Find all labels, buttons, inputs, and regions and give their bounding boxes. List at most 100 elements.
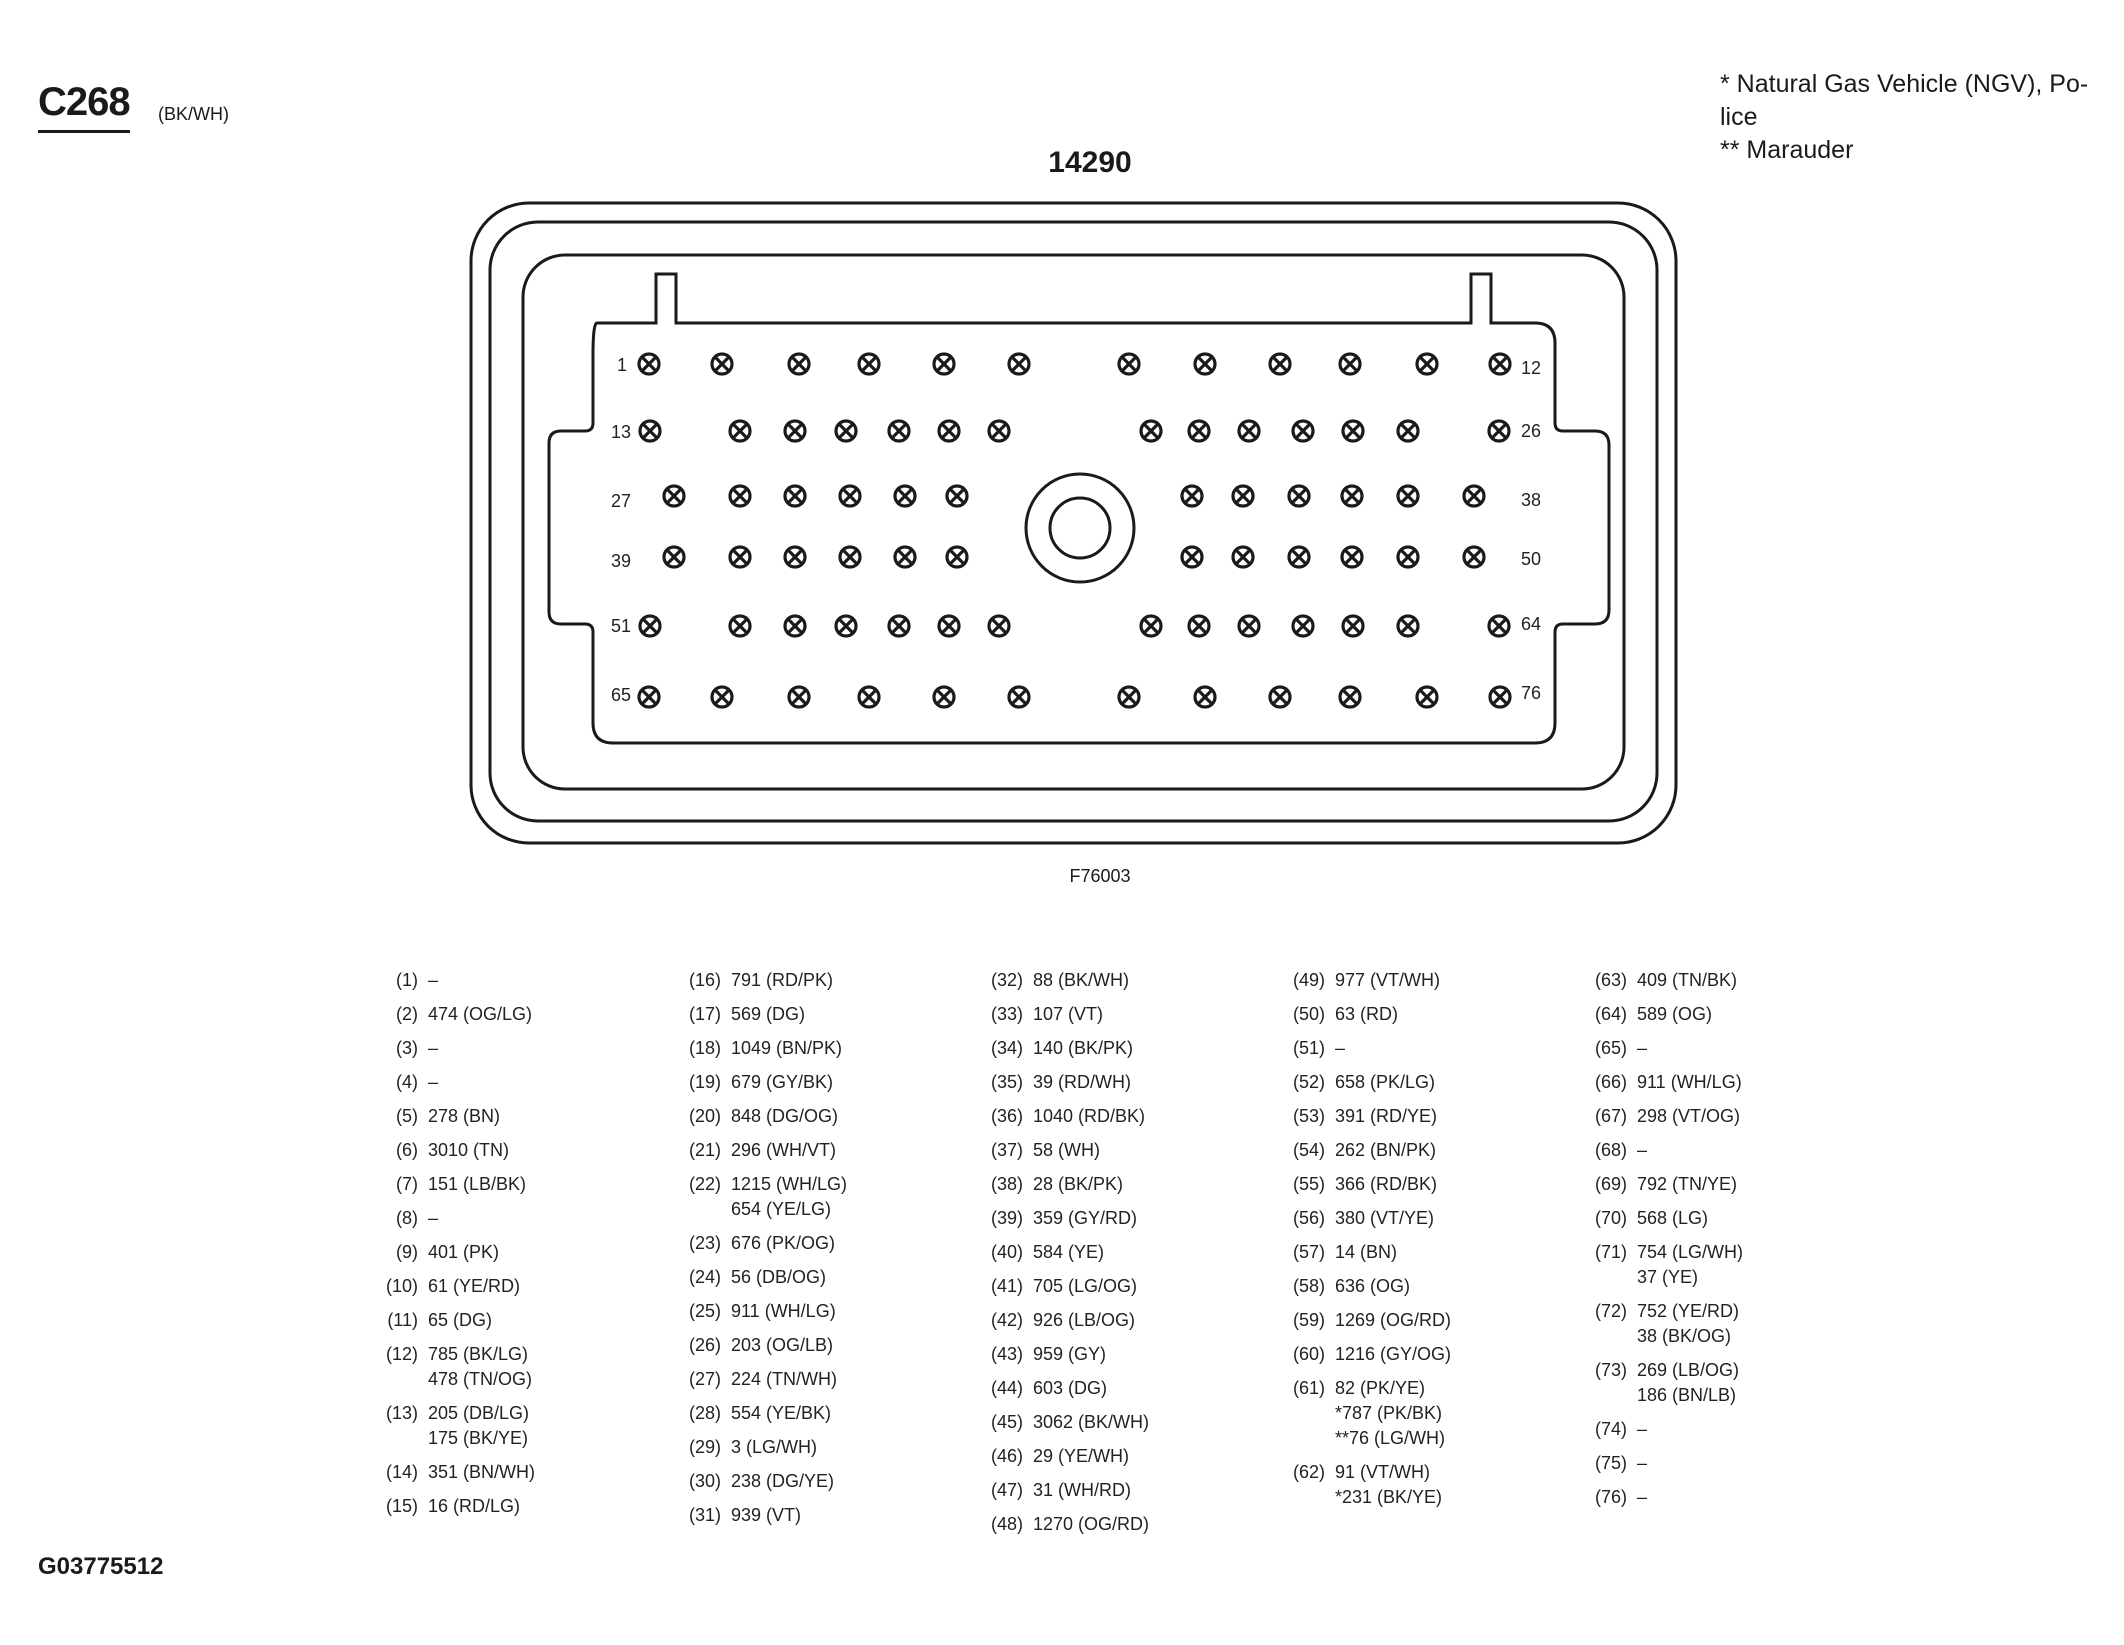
pin-number: (20)	[688, 1106, 721, 1126]
crossed-circle-terminal-icon	[1341, 614, 1365, 638]
document-id: G03775512	[38, 1553, 164, 1580]
crossed-circle-terminal-icon	[1117, 352, 1141, 376]
pin-circuits: 926 (LB/OG)	[1033, 1308, 1135, 1333]
pin-circuits: 568 (LG)	[1637, 1206, 1708, 1231]
crossed-circle-terminal-icon	[783, 614, 807, 638]
circuit-entry: 380 (VT/YE)	[1335, 1208, 1435, 1228]
crossed-circle-terminal-icon	[932, 685, 956, 709]
pinout-row: (53)391 (RD/YE)	[1283, 1104, 1437, 1129]
circuit-entry: 679 (GY/BK)	[731, 1072, 834, 1092]
pin-number: (51)	[1292, 1038, 1325, 1058]
pin-number: (17)	[688, 1004, 721, 1024]
circuit-entry: 38 (BK/OG)	[1637, 1326, 1732, 1346]
circuit-entry: 791 (RD/PK)	[731, 970, 834, 990]
crossed-circle-terminal-icon	[1488, 685, 1512, 709]
circuit-entry: 636 (OG)	[1335, 1276, 1411, 1296]
pinout-row: (60)1216 (GY/OG)	[1283, 1342, 1451, 1367]
pinout-row: (66)911 (WH/LG)	[1585, 1070, 1742, 1095]
pin-circuits: –	[1637, 1485, 1647, 1510]
pinout-row: (41) 705 (LG/OG)	[981, 1274, 1137, 1299]
pin-number: (61)	[1292, 1378, 1325, 1398]
pinout-row: (24)56 (DB/OG)	[679, 1265, 826, 1290]
crossed-circle-terminal-icon	[1396, 614, 1420, 638]
pin-circuits: 1049 (BN/PK)	[731, 1036, 842, 1061]
crossed-circle-terminal-icon	[728, 614, 752, 638]
circuit-entry: 298 (VT/OG)	[1637, 1106, 1741, 1126]
circuit-entry: 1270 (OG/RD)	[1033, 1514, 1150, 1534]
pin-circuits: 401 (PK)	[428, 1240, 499, 1265]
pinout-row: (7) 151 (LB/BK)	[376, 1172, 526, 1197]
pin-number: (37)	[990, 1140, 1023, 1160]
pin-number: (15)	[385, 1496, 418, 1516]
circuit-entry: 939 (VT)	[731, 1505, 802, 1525]
crossed-circle-terminal-icon	[987, 614, 1011, 638]
circuit-entry: 705 (LG/OG)	[1033, 1276, 1138, 1296]
pin-number: (64)	[1594, 1004, 1627, 1024]
pinout-row: (49)977 (VT/WH)	[1283, 968, 1440, 993]
crossed-circle-terminal-icon	[638, 614, 662, 638]
pin-number: (19)	[688, 1072, 721, 1092]
pinout-row: (75)–	[1585, 1451, 1647, 1476]
crossed-circle-terminal-icon	[1396, 484, 1420, 508]
circuit-entry: 1269 (OG/RD)	[1335, 1310, 1452, 1330]
crossed-circle-terminal-icon	[710, 685, 734, 709]
pin-number: (39)	[990, 1208, 1023, 1228]
crossed-circle-terminal-icon	[893, 484, 917, 508]
pin-number: (60)	[1292, 1344, 1325, 1364]
pin-label: 39	[611, 551, 631, 571]
circuit-entry: 848 (DG/OG)	[731, 1106, 839, 1126]
pin-circuits: 1040 (RD/BK)	[1033, 1104, 1145, 1129]
pinout-row: (74)–	[1585, 1417, 1647, 1442]
pinout-row: (36)1040 (RD/BK)	[981, 1104, 1145, 1129]
pin-number: (59)	[1292, 1310, 1325, 1330]
circuit-entry: 754 (LG/WH)	[1637, 1242, 1744, 1262]
pin-number: (49)	[1292, 970, 1325, 990]
pin-number: (41)	[990, 1276, 1023, 1296]
pinout-row: (8)–	[376, 1206, 438, 1231]
pin-number: (50)	[1292, 1004, 1325, 1024]
pin-number: (62)	[1292, 1462, 1325, 1482]
crossed-circle-terminal-icon	[987, 419, 1011, 443]
circuit-entry: 29 (YE/WH)	[1033, 1446, 1130, 1466]
crossed-circle-terminal-icon	[945, 484, 969, 508]
pinout-row: (2)474 (OG/LG)	[376, 1002, 532, 1027]
pin-circuits: 359 (GY/RD)	[1033, 1206, 1137, 1231]
circuit-entry: 589 (OG)	[1637, 1004, 1713, 1024]
pinout-row: (5)278 (BN)	[376, 1104, 500, 1129]
crossed-circle-terminal-icon	[662, 545, 686, 569]
pin-circuits: –	[428, 1036, 438, 1061]
pin-circuits: 151 (LB/BK)	[428, 1172, 526, 1197]
pinout-row: (18) 1049 (BN/PK)	[679, 1036, 842, 1061]
pinout-row: (14)351 (BN/WH)	[376, 1460, 535, 1485]
pinout-row: (61)82 (PK/YE)*787 (PK/BK)**76 (LG/WH)	[1283, 1376, 1445, 1451]
pin-number: (10)	[385, 1276, 418, 1296]
circuit-entry: –	[428, 1072, 439, 1092]
crossed-circle-terminal-icon	[893, 545, 917, 569]
pin-circuits: –	[428, 968, 438, 993]
circuit-entry: –	[428, 1208, 439, 1228]
circuit-entry: 39 (RD/WH)	[1033, 1072, 1131, 1092]
pin-number: (1)	[396, 970, 418, 990]
crossed-circle-terminal-icon	[728, 545, 752, 569]
pin-number: (21)	[688, 1140, 721, 1160]
pin-number: (44)	[990, 1378, 1023, 1398]
pin-number: (52)	[1292, 1072, 1325, 1092]
crossed-circle-terminal-icon	[1187, 614, 1211, 638]
connector-outer-shell	[469, 201, 1678, 845]
crossed-circle-terminal-icon	[1340, 484, 1364, 508]
pinout-row: (1)–	[376, 968, 438, 993]
pin-number: (23)	[688, 1233, 721, 1253]
circuit-entry: –	[1335, 1038, 1346, 1058]
pinout-row: (3)–	[376, 1036, 438, 1061]
pin-number: (72)	[1594, 1301, 1627, 1321]
pin-circuits: 658 (PK/LG)	[1335, 1070, 1435, 1095]
pin-number: (7)	[396, 1174, 418, 1194]
circuit-entry: –	[428, 970, 439, 990]
pin-number: (9)	[396, 1242, 418, 1262]
crossed-circle-terminal-icon	[710, 352, 734, 376]
crossed-circle-terminal-icon	[887, 614, 911, 638]
circuit-entry: 61 (YE/RD)	[428, 1276, 521, 1296]
crossed-circle-terminal-icon	[1396, 419, 1420, 443]
pin-number: (18)	[688, 1038, 721, 1058]
